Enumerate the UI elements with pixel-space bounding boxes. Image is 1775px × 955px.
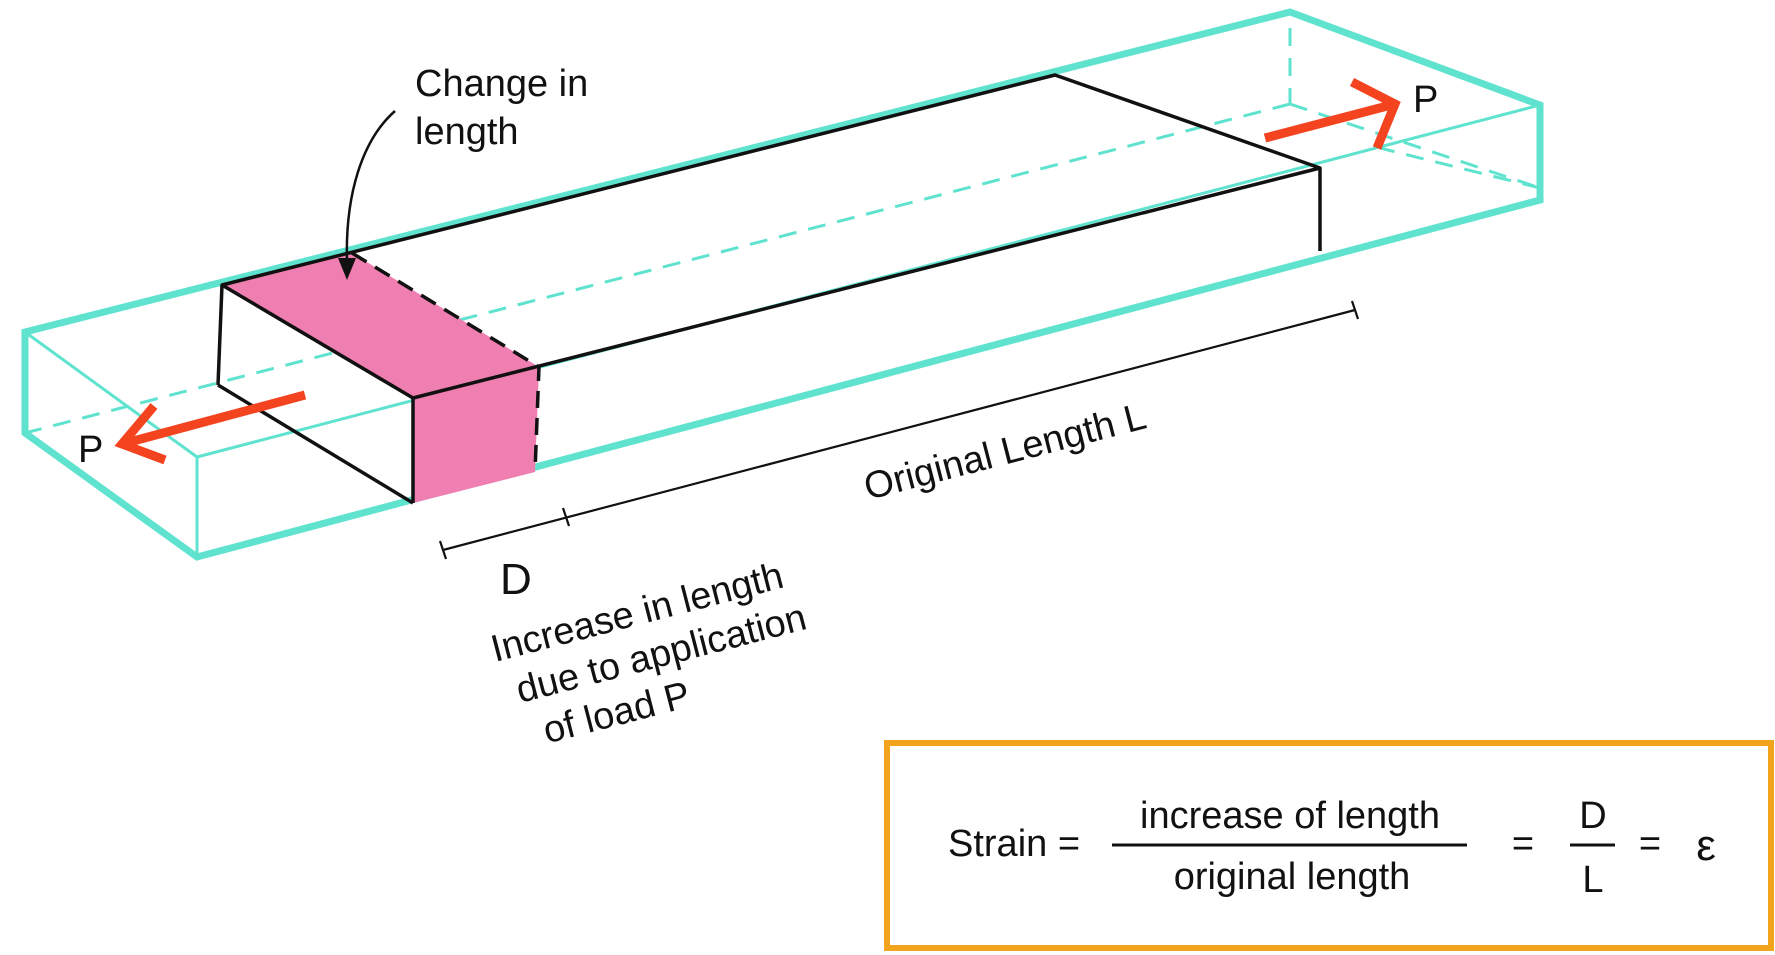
strain-label: Strain = — [948, 823, 1080, 865]
delta-symbol: D — [500, 555, 532, 604]
equals-sign-1: = — [1512, 823, 1534, 865]
fraction-denominator: original length — [1174, 856, 1411, 898]
callout-arrow-line — [345, 110, 396, 263]
load-label-right: P — [1413, 79, 1438, 121]
outer-box-hidden-edges — [24, 28, 1541, 435]
solid-bar — [216, 73, 1322, 505]
load-arrow-left — [114, 390, 307, 465]
elongation-top-face — [222, 253, 539, 398]
ratio-numerator: D — [1579, 795, 1606, 837]
elongation-front-face — [413, 367, 539, 503]
change-in-length-label: Change in length — [415, 63, 599, 153]
ratio-denominator: L — [1582, 859, 1603, 901]
callout-arrowhead — [338, 258, 356, 280]
load-label-left: P — [78, 429, 103, 471]
strain-formula-box: Strain = increase of length original len… — [884, 740, 1774, 951]
equals-sign-2: = — [1639, 823, 1661, 865]
original-length-label: Original Length L — [860, 396, 1151, 509]
load-arrow-right — [1263, 77, 1401, 150]
strain-symbol: ε — [1696, 821, 1716, 870]
increase-caption: Increase in length due to application of… — [487, 549, 833, 759]
fraction-numerator: increase of length — [1140, 795, 1440, 837]
original-length-dimension — [438, 300, 1360, 560]
